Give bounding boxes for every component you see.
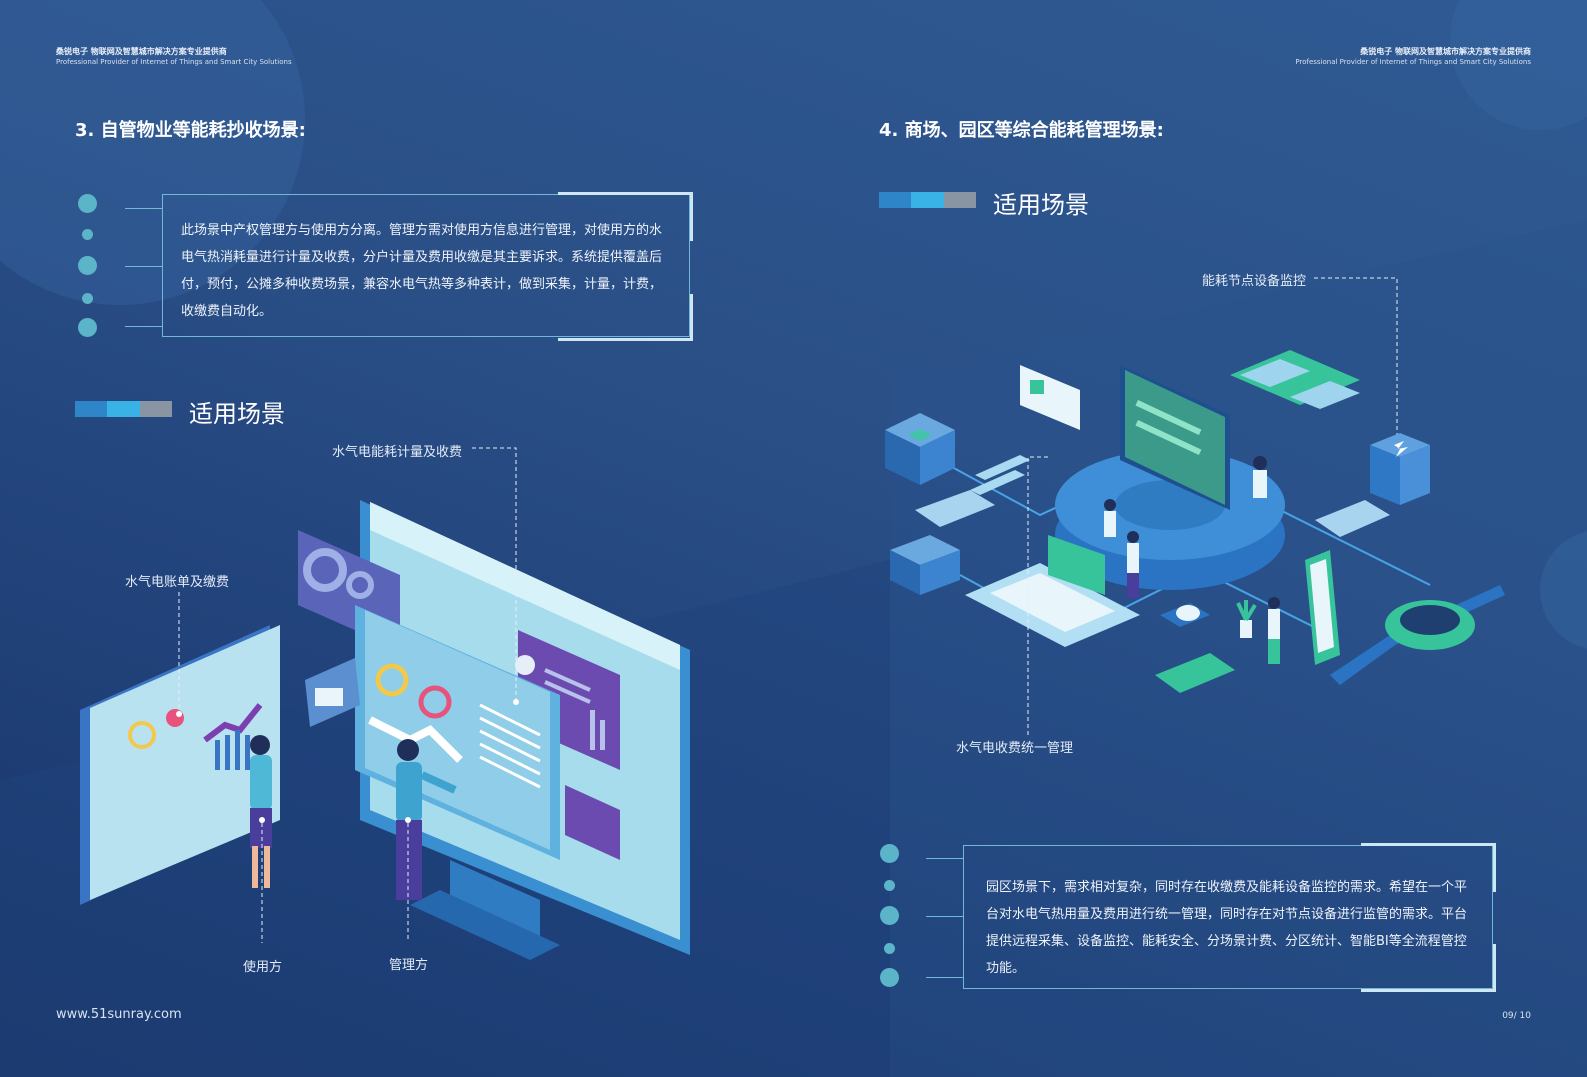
callout-line-billing: [176, 592, 182, 717]
callout-billing: 水气电账单及缴费: [125, 575, 230, 590]
footer-website[interactable]: www.51sunray.com: [56, 1007, 182, 1022]
bullet-dot: [884, 880, 895, 891]
bullet-dot: [880, 968, 899, 987]
bullet-dot: [880, 906, 899, 925]
frame-corner: [558, 192, 693, 241]
left-description-box: 此场景中产权管理方与使用方分离。管理方需对使用方信息进行管理，对使用方的水电气热…: [162, 194, 690, 337]
bullet-dot: [82, 229, 93, 240]
callout-line-manager: [405, 817, 411, 940]
callout-line-unified: [1027, 456, 1048, 735]
property-billing-illustration: [80, 500, 690, 960]
leader-line: [926, 977, 964, 978]
page-number: 09/ 10: [1502, 1011, 1531, 1021]
leader-line: [926, 916, 964, 917]
right-description-text: 园区场景下，需求相对复杂，同时存在收缴费及能耗设备监控的需求。希望在一个平台对水…: [986, 880, 1468, 976]
left-scene-title: 适用场景: [189, 400, 285, 428]
right-section-title: 4. 商场、园区等综合能耗管理场景:: [879, 120, 1164, 141]
header-right-company: 桑锐电子 物联网及智慧城市解决方案专业提供商: [1360, 47, 1531, 56]
left-description-text: 此场景中产权管理方与使用方分离。管理方需对使用方信息进行管理，对使用方的水电气热…: [181, 223, 663, 319]
bullet-dot: [78, 318, 97, 337]
accent-bar-cyan: [911, 192, 944, 208]
callout-manager: 管理方: [389, 958, 429, 973]
bullet-dot: [884, 943, 895, 954]
bullet-dot: [78, 194, 97, 213]
callout-unified: 水气电收费统一管理: [956, 741, 1074, 756]
bullet-dot: [82, 293, 93, 304]
leader-line: [125, 208, 163, 209]
frame-corner: [1361, 843, 1496, 892]
callout-metering: 水气电能耗计量及收费: [332, 445, 463, 460]
callout-user: 使用方: [243, 960, 283, 975]
park-energy-illustration: [885, 350, 1505, 693]
header-left-company: 桑锐电子 物联网及智慧城市解决方案专业提供商: [56, 47, 227, 56]
header-left-tagline: Professional Provider of Internet of Thi…: [56, 58, 292, 66]
accent-bar-blue: [75, 401, 107, 417]
right-scene-title: 适用场景: [993, 191, 1089, 219]
accent-bar-grey: [140, 401, 172, 417]
bullet-dot: [78, 256, 97, 275]
right-description-box: 园区场景下，需求相对复杂，同时存在收缴费及能耗设备监控的需求。希望在一个平台对水…: [963, 845, 1493, 989]
callout-line-metering: [472, 447, 519, 705]
frame-corner: [1361, 944, 1496, 992]
accent-bar-grey: [944, 192, 976, 208]
accent-bar-cyan: [107, 401, 140, 417]
leader-line: [926, 858, 964, 859]
leader-line: [125, 326, 163, 327]
left-section-title: 3. 自管物业等能耗抄收场景:: [75, 120, 306, 141]
callout-line-user: [259, 817, 265, 943]
frame-corner: [558, 294, 693, 341]
leader-line: [125, 266, 163, 267]
callout-monitoring: 能耗节点设备监控: [1202, 274, 1307, 289]
accent-bar-blue: [879, 192, 911, 208]
bullet-dot: [880, 844, 899, 863]
header-right-tagline: Professional Provider of Internet of Thi…: [1295, 58, 1531, 66]
